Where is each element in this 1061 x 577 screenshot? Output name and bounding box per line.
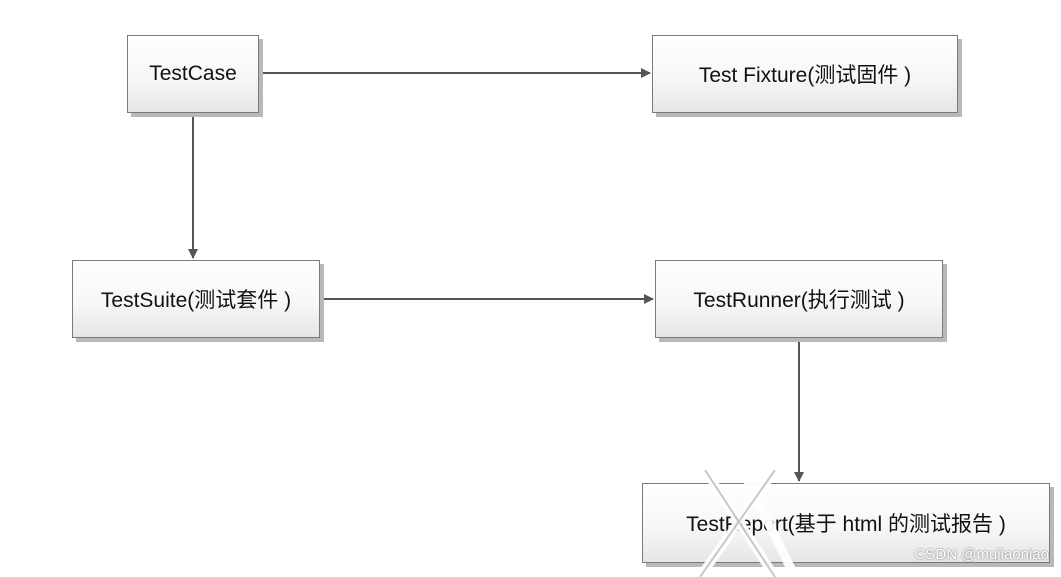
testreport-label: TestReport(基于 html 的测试报告 ) [686, 513, 1006, 536]
testsuite-node: TestSuite(测试套件 ) [72, 260, 320, 338]
test-fixture-label: Test Fixture(测试固件 ) [698, 64, 912, 87]
testsuite-label: TestSuite(测试套件 ) [100, 289, 292, 312]
testcase-label: TestCase [149, 62, 237, 85]
test-fixture-node: Test Fixture(测试固件 ) [652, 35, 958, 113]
testrunner-label: TestRunner(执行测试 ) [693, 289, 905, 312]
testcase-node: TestCase [127, 35, 259, 113]
watermark-text: CSDN @mujiaoniao [914, 546, 1049, 563]
testrunner-node: TestRunner(执行测试 ) [655, 260, 943, 338]
